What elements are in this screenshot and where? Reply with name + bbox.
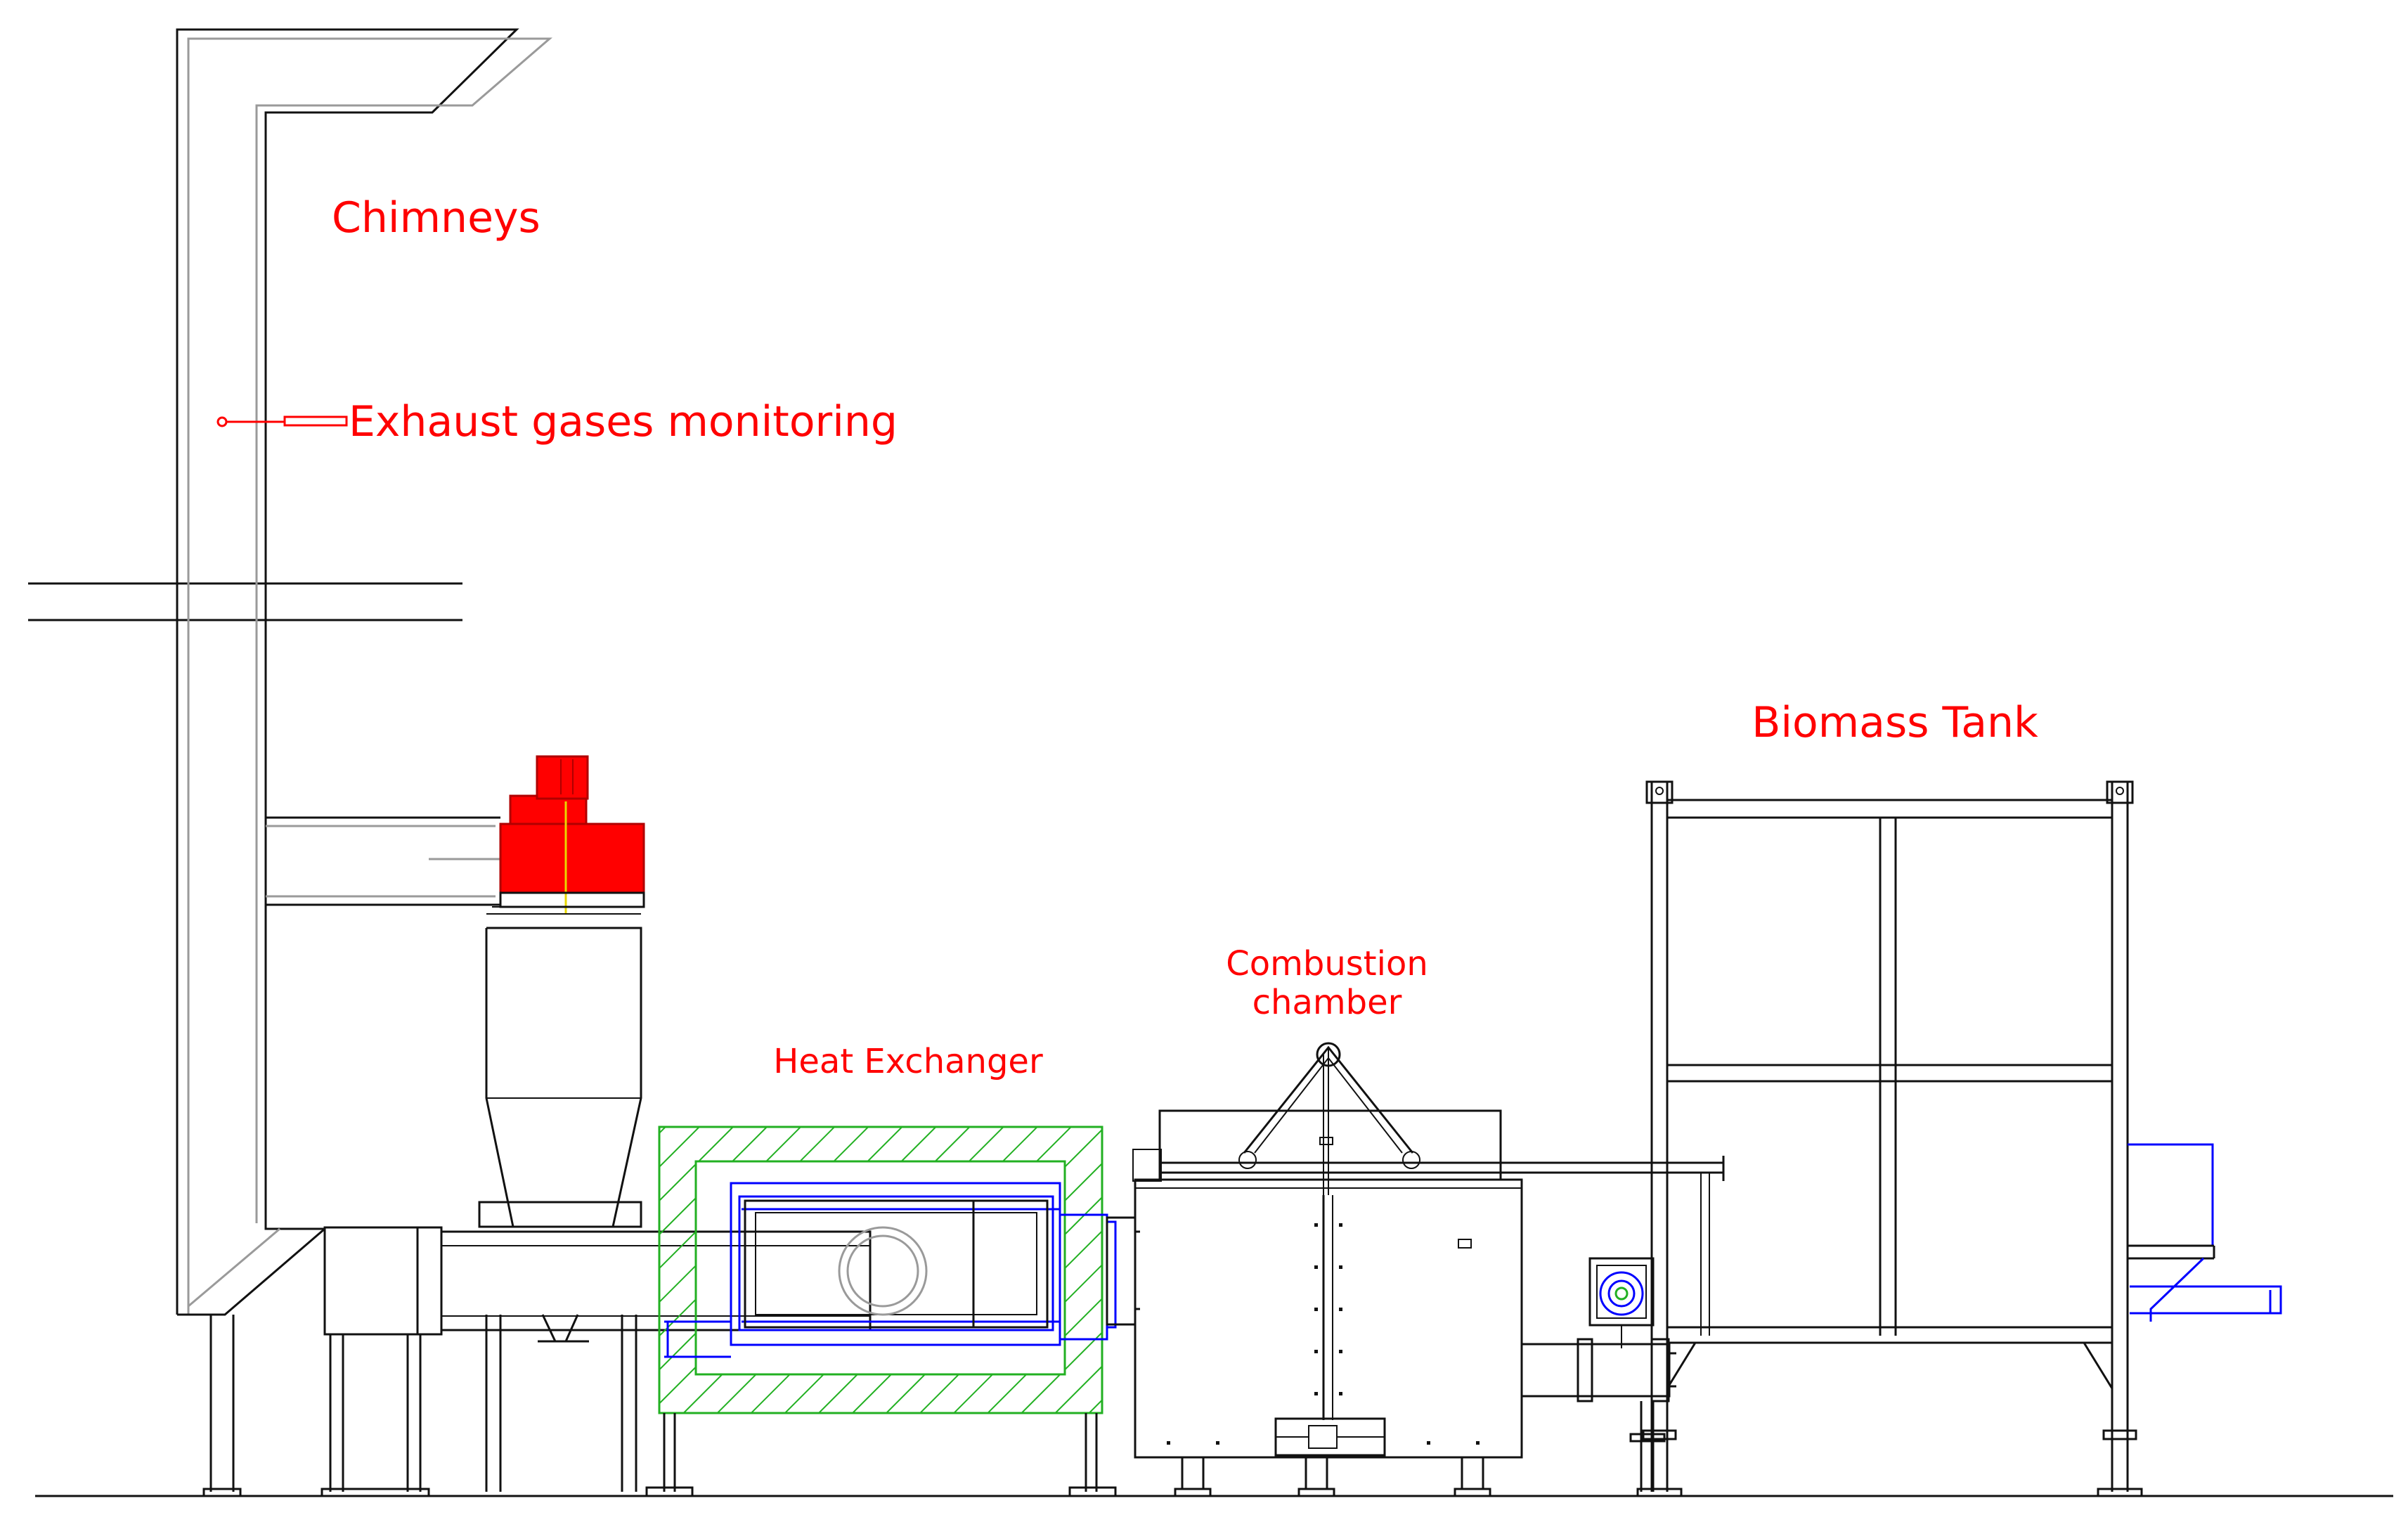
label-heat-exchanger: Heat Exchanger	[773, 1042, 1043, 1081]
heat-exchanger	[645, 1126, 1140, 1497]
label-biomass-tank: Biomass Tank	[1752, 698, 2038, 747]
cyclone	[478, 906, 642, 1492]
label-chimneys: Chimneys	[332, 193, 540, 243]
roof-slab	[28, 582, 462, 621]
biomass-tank	[1636, 780, 2282, 1497]
fan-motor	[499, 755, 645, 914]
combustion-chamber	[1132, 1042, 1523, 1497]
label-combustion: Combustion	[1226, 944, 1428, 984]
inlet-duct	[321, 1226, 872, 1497]
exhaust-probe	[216, 415, 348, 427]
chimney	[176, 28, 553, 1497]
feed-auger	[1160, 1156, 1725, 1492]
rivets	[1167, 1223, 1480, 1445]
label-exhaust-monitoring: Exhaust gases monitoring	[349, 397, 898, 446]
label-chamber: chamber	[1252, 983, 1402, 1022]
